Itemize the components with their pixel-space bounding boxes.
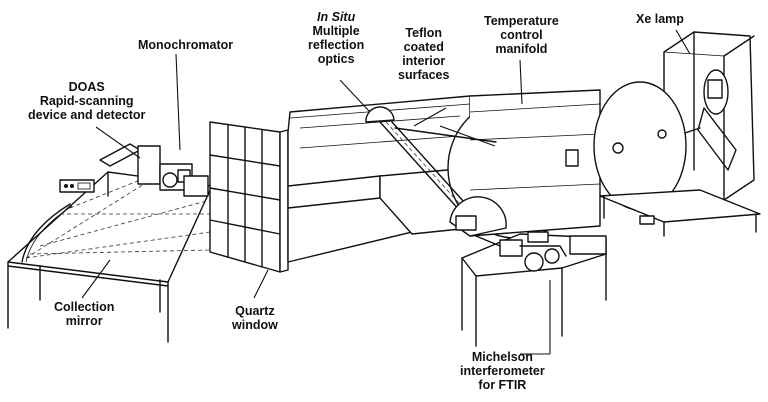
xe-lamp-label: Xe lamp — [636, 12, 684, 26]
collection-mirror-label: Collection mirror — [54, 300, 114, 328]
doas-controller — [59, 179, 95, 193]
michelson-label-line1: Michelson — [471, 350, 533, 364]
xe-lamp-label-line1: Xe lamp — [636, 12, 684, 26]
michelson-label: Michelson interferometer for FTIR — [460, 350, 545, 392]
michelson-interferometer — [449, 196, 607, 347]
doas-label-line1: DOAS — [68, 80, 105, 94]
temperature-label: Temperature control manifold — [484, 14, 559, 56]
monochromator-label: Monochromator — [138, 38, 233, 52]
collection-mirror-label-line2: mirror — [65, 314, 103, 328]
monochromator-label-line1: Monochromator — [138, 38, 234, 52]
teflon-label-line4: surfaces — [398, 68, 450, 82]
collection-mirror — [21, 203, 73, 263]
in-situ-label: In Situ Multiple reflection optics — [308, 10, 364, 66]
doas-label-line3: device and detector — [28, 108, 146, 122]
teflon-label-line1: Teflon — [405, 26, 442, 40]
doas-detector — [99, 143, 209, 197]
teflon-label: Teflon coated interior surfaces — [398, 26, 449, 82]
teflon-label-line3: interior — [402, 54, 446, 68]
in-situ-label-line1: In Situ — [317, 10, 356, 24]
temperature-label-line2: control — [500, 28, 543, 42]
quartz-window — [209, 121, 289, 273]
doas-label-line2: Rapid-scanning — [39, 94, 134, 108]
quartz-window-label-line1: Quartz — [235, 304, 275, 318]
teflon-label-line2: coated — [403, 40, 444, 54]
quartz-window-label: Quartz window — [232, 304, 278, 332]
in-situ-label-line4: optics — [317, 52, 355, 66]
temperature-label-line1: Temperature — [484, 14, 559, 28]
collection-mirror-label-line1: Collection — [54, 300, 115, 314]
in-situ-label-line2: Multiple — [312, 24, 360, 38]
michelson-label-line3: for FTIR — [478, 378, 527, 392]
leader-lines — [81, 29, 691, 355]
quartz-window-label-line2: window — [232, 318, 278, 332]
temperature-label-line3: manifold — [495, 42, 548, 56]
xe-lamp-table — [599, 189, 761, 237]
xe-lamp-mirror — [593, 81, 687, 211]
michelson-label-line2: interferometer — [460, 364, 545, 378]
doas-light-paths — [25, 173, 211, 259]
doas-label: DOAS Rapid-scanning device and detector — [28, 80, 145, 122]
xe-lamp-housing — [663, 31, 755, 201]
in-situ-label-line3: reflection — [308, 38, 365, 52]
